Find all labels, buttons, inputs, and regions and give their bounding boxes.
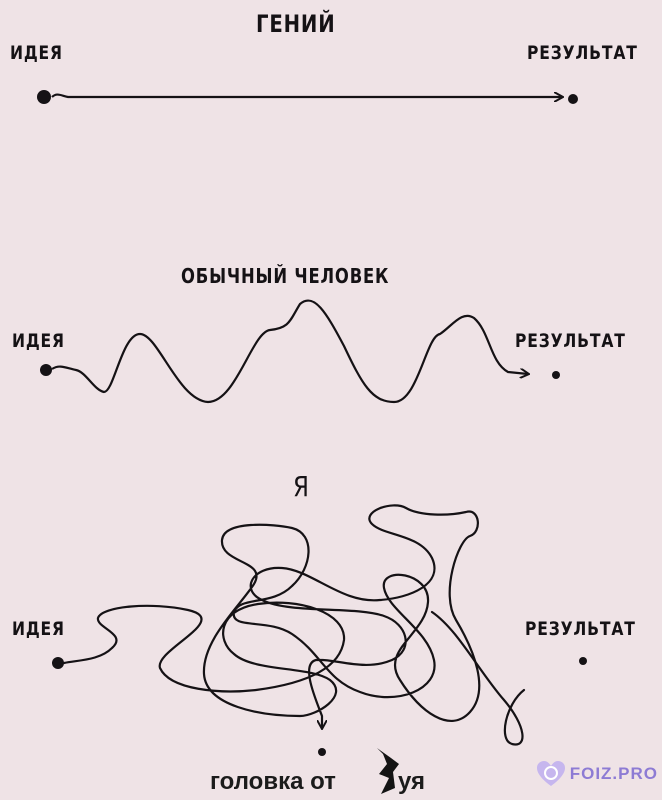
me-result-dot — [579, 657, 587, 665]
heart-logo-icon — [536, 761, 565, 786]
bottom-caption: головка от — [210, 768, 336, 795]
genius-path — [37, 90, 578, 104]
me-result-branch — [430, 610, 526, 746]
genius-title: ГЕНИЙ — [256, 10, 336, 38]
watermark: FOIZ.PRO — [536, 754, 658, 794]
me-tangled-line — [62, 504, 481, 728]
genius-end-dot — [568, 94, 578, 104]
ordinary-start-dot — [40, 364, 52, 376]
genius-end-label: РЕЗУЛЬТАТ — [527, 42, 638, 64]
genius-arrow-line — [51, 95, 562, 97]
me-arrow-end-dot — [318, 748, 326, 756]
me-start-label: ИДЕЯ — [12, 618, 65, 640]
genius-start-label: ИДЕЯ — [10, 42, 63, 64]
ordinary-start-label: ИДЕЯ — [12, 330, 65, 352]
ordinary-end-label: РЕЗУЛЬТАТ — [515, 330, 626, 352]
me-start-dot — [52, 657, 64, 669]
genius-start-dot — [37, 90, 51, 104]
me-end-label: РЕЗУЛЬТАТ — [525, 618, 636, 640]
ordinary-end-dot — [552, 371, 560, 379]
ordinary-path — [40, 299, 560, 404]
caption-scribble — [377, 748, 399, 794]
watermark-text: FOIZ.PRO — [569, 764, 658, 783]
me-path — [52, 504, 587, 756]
ordinary-wave-line — [51, 299, 528, 404]
me-title: Я — [293, 470, 310, 503]
ordinary-title: ОБЫЧНЫЙ ЧЕЛОВЕК — [181, 264, 390, 288]
caption-tail: уя — [398, 768, 426, 795]
